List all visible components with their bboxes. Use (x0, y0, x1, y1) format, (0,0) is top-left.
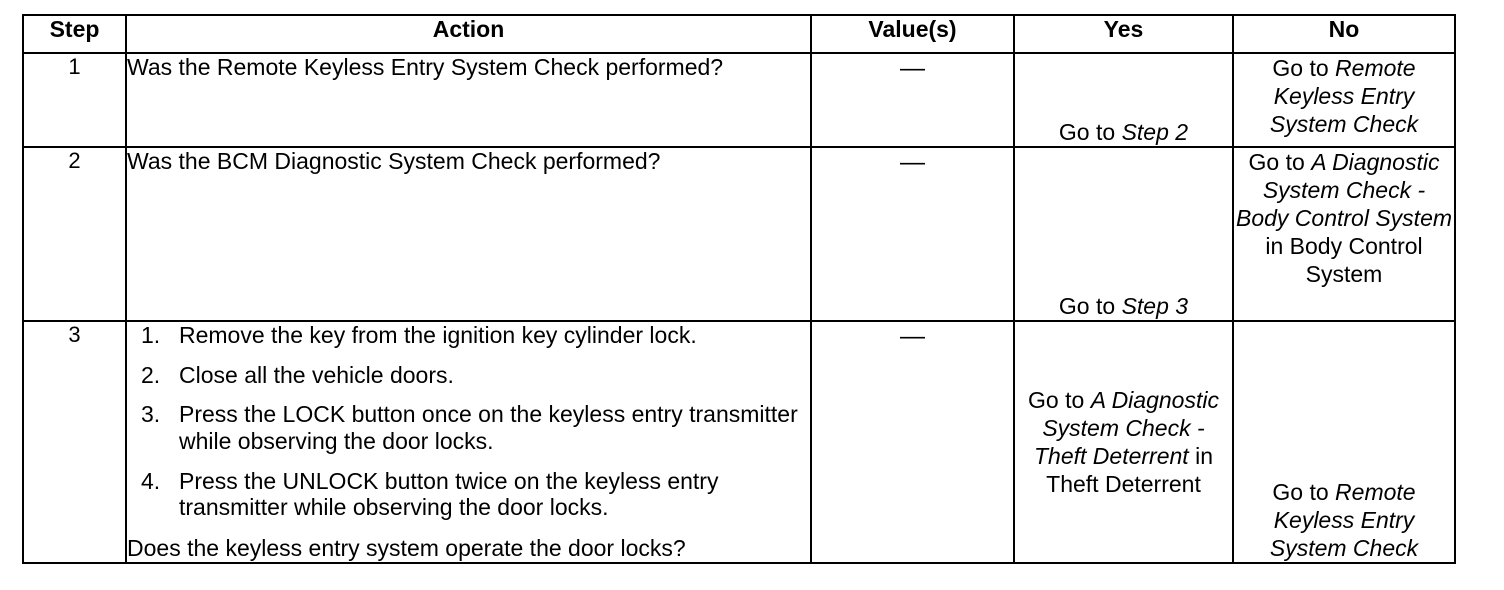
table-row: 1 Was the Remote Keyless Entry System Ch… (22, 52, 1456, 148)
list-item: 3. Press the LOCK button once on the keyl… (127, 401, 810, 454)
yes-goto-suffix: in Theft Deterrent (1046, 442, 1213, 498)
action-cell: Was the BCM Diagnostic System Check perf… (125, 146, 812, 322)
value-cell: — (810, 52, 1015, 148)
list-item-text: Close all the vehicle doors. (179, 361, 454, 388)
action-step-list: 1. Remove the key from the ignition key c… (127, 322, 810, 521)
no-branch-cell: Go to A Diagnostic System Check - Body C… (1232, 146, 1456, 322)
list-item-number: 4. (141, 467, 161, 494)
value-cell: — (810, 320, 1015, 564)
no-goto-target: Remote Keyless Entry System Check (1269, 55, 1419, 138)
no-goto-prefix: Go to (1272, 55, 1336, 81)
list-item: 2. Close all the vehicle doors. (127, 362, 810, 389)
list-item-text: Press the UNLOCK button twice on the key… (179, 467, 719, 521)
action-closing-question: Does the keyless entry system operate th… (127, 535, 686, 562)
no-goto-prefix: Go to (1272, 478, 1336, 505)
list-item: 1. Remove the key from the ignition key c… (127, 322, 810, 349)
column-header-no: No (1232, 14, 1456, 54)
yes-goto-target: Step 2 (1121, 118, 1189, 145)
yes-goto-prefix: Go to (1058, 118, 1122, 145)
step-number-cell: 3 (22, 320, 127, 564)
list-item-text: Remove the key from the ignition key cyl… (179, 322, 697, 348)
table-row: 3 1. Remove the key from the ignition key… (22, 320, 1456, 564)
column-header-action: Action (125, 14, 812, 54)
yes-goto-target: A Diagnostic System Check - Theft Deterr… (1034, 386, 1219, 469)
yes-goto-prefix: Go to (1028, 386, 1091, 413)
list-item-number: 1. (141, 322, 161, 348)
no-goto-target: A Diagnostic System Check - Body Control… (1235, 149, 1453, 232)
value-cell: — (810, 146, 1015, 322)
list-item-number: 3. (141, 401, 161, 428)
diagnostic-table: Step Action Value(s) Yes No 1 Was the Re… (22, 14, 1456, 564)
action-question: Was the BCM Diagnostic System Check perf… (127, 148, 661, 174)
action-cell: 1. Remove the key from the ignition key c… (125, 320, 812, 564)
yes-goto-target: Step 3 (1121, 292, 1189, 319)
column-header-value: Value(s) (810, 14, 1015, 54)
no-goto-suffix: in Body Control System (1265, 233, 1423, 288)
table-row: 2 Was the BCM Diagnostic System Check pe… (22, 146, 1456, 322)
list-item: 4. Press the UNLOCK button twice on the k… (127, 468, 810, 521)
yes-branch-cell: Go to Step 2 (1013, 52, 1234, 148)
step-number-cell: 2 (22, 146, 127, 322)
action-question: Was the Remote Keyless Entry System Chec… (127, 54, 724, 80)
action-cell: Was the Remote Keyless Entry System Chec… (125, 52, 812, 148)
column-header-step: Step (22, 14, 127, 54)
yes-branch-cell: Go to Step 3 (1013, 146, 1234, 322)
no-branch-cell: Go to Remote Keyless Entry System Check (1232, 52, 1456, 148)
no-branch-cell: Go to Remote Keyless Entry System Check (1232, 320, 1456, 564)
table-body: 1 Was the Remote Keyless Entry System Ch… (22, 52, 1456, 564)
table-header: Step Action Value(s) Yes No (22, 14, 1456, 54)
header-row: Step Action Value(s) Yes No (22, 14, 1456, 54)
list-item-text: Press the LOCK button once on the keyles… (179, 401, 798, 455)
step-number-cell: 1 (22, 52, 127, 148)
yes-goto-prefix: Go to (1058, 292, 1122, 319)
yes-branch-cell: Go to A Diagnostic System Check - Theft … (1013, 320, 1234, 564)
list-item-number: 2. (141, 361, 161, 388)
no-goto-target: Remote Keyless Entry System Check (1269, 478, 1419, 561)
no-goto-prefix: Go to (1248, 149, 1312, 175)
column-header-yes: Yes (1013, 14, 1234, 54)
